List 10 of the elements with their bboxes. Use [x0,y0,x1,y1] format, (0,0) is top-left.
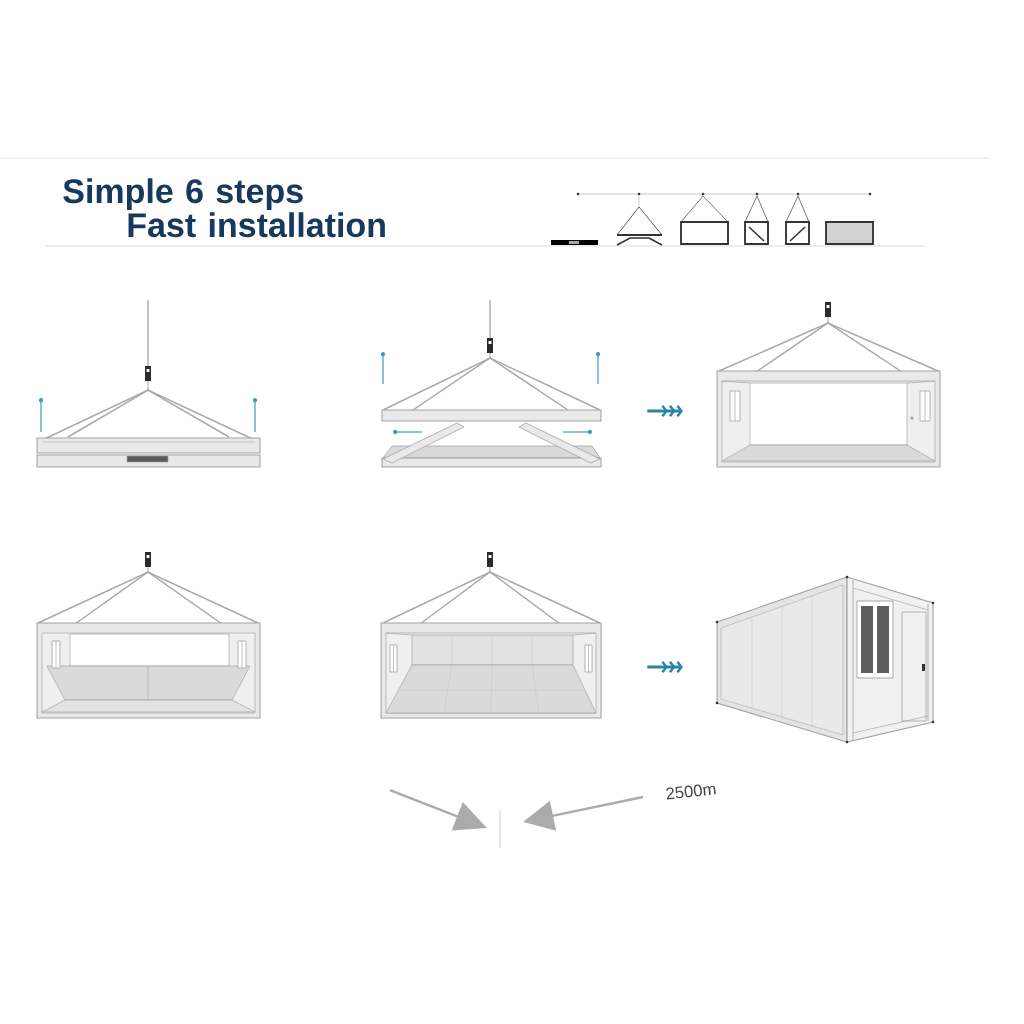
container-illustration [36,299,261,468]
arrow [647,660,683,674]
title: Simple 6 steps Fast installation [63,178,385,238]
dimension-label: 2500m [666,784,716,800]
container-illustration [36,552,261,719]
container-illustration [381,299,602,468]
arrow [647,404,683,418]
container-illustration [716,302,941,468]
container-illustration [380,552,602,719]
container-illustration [715,575,935,744]
